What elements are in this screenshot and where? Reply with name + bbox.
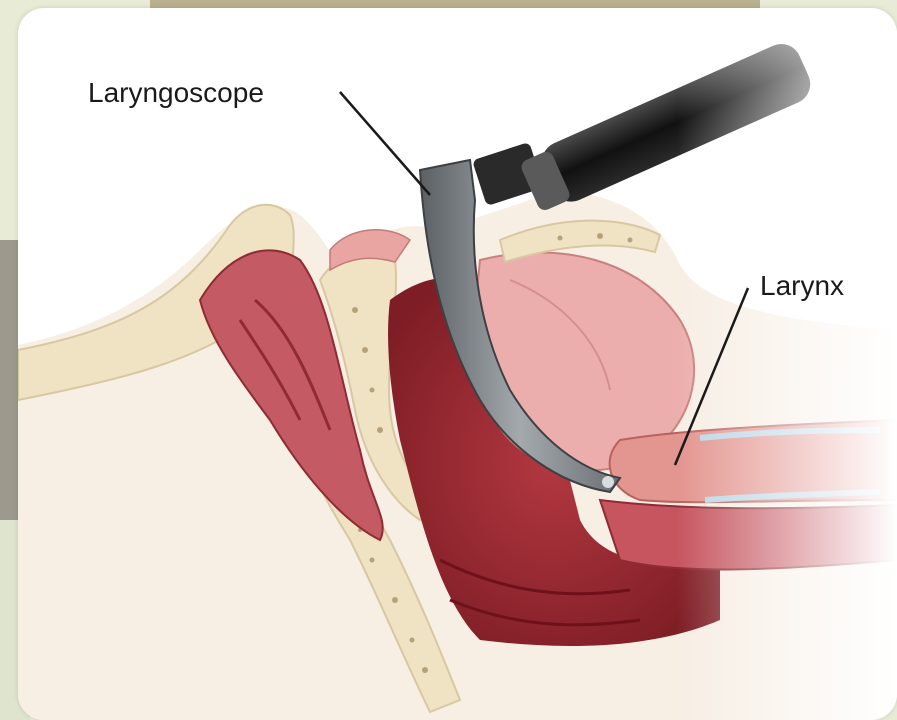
intubation-illustration (18, 8, 897, 720)
larynx-label: Larynx (760, 270, 844, 302)
laryngoscope-label: Laryngoscope (88, 77, 264, 109)
illustration-card: Laryngoscope Larynx (18, 8, 897, 720)
